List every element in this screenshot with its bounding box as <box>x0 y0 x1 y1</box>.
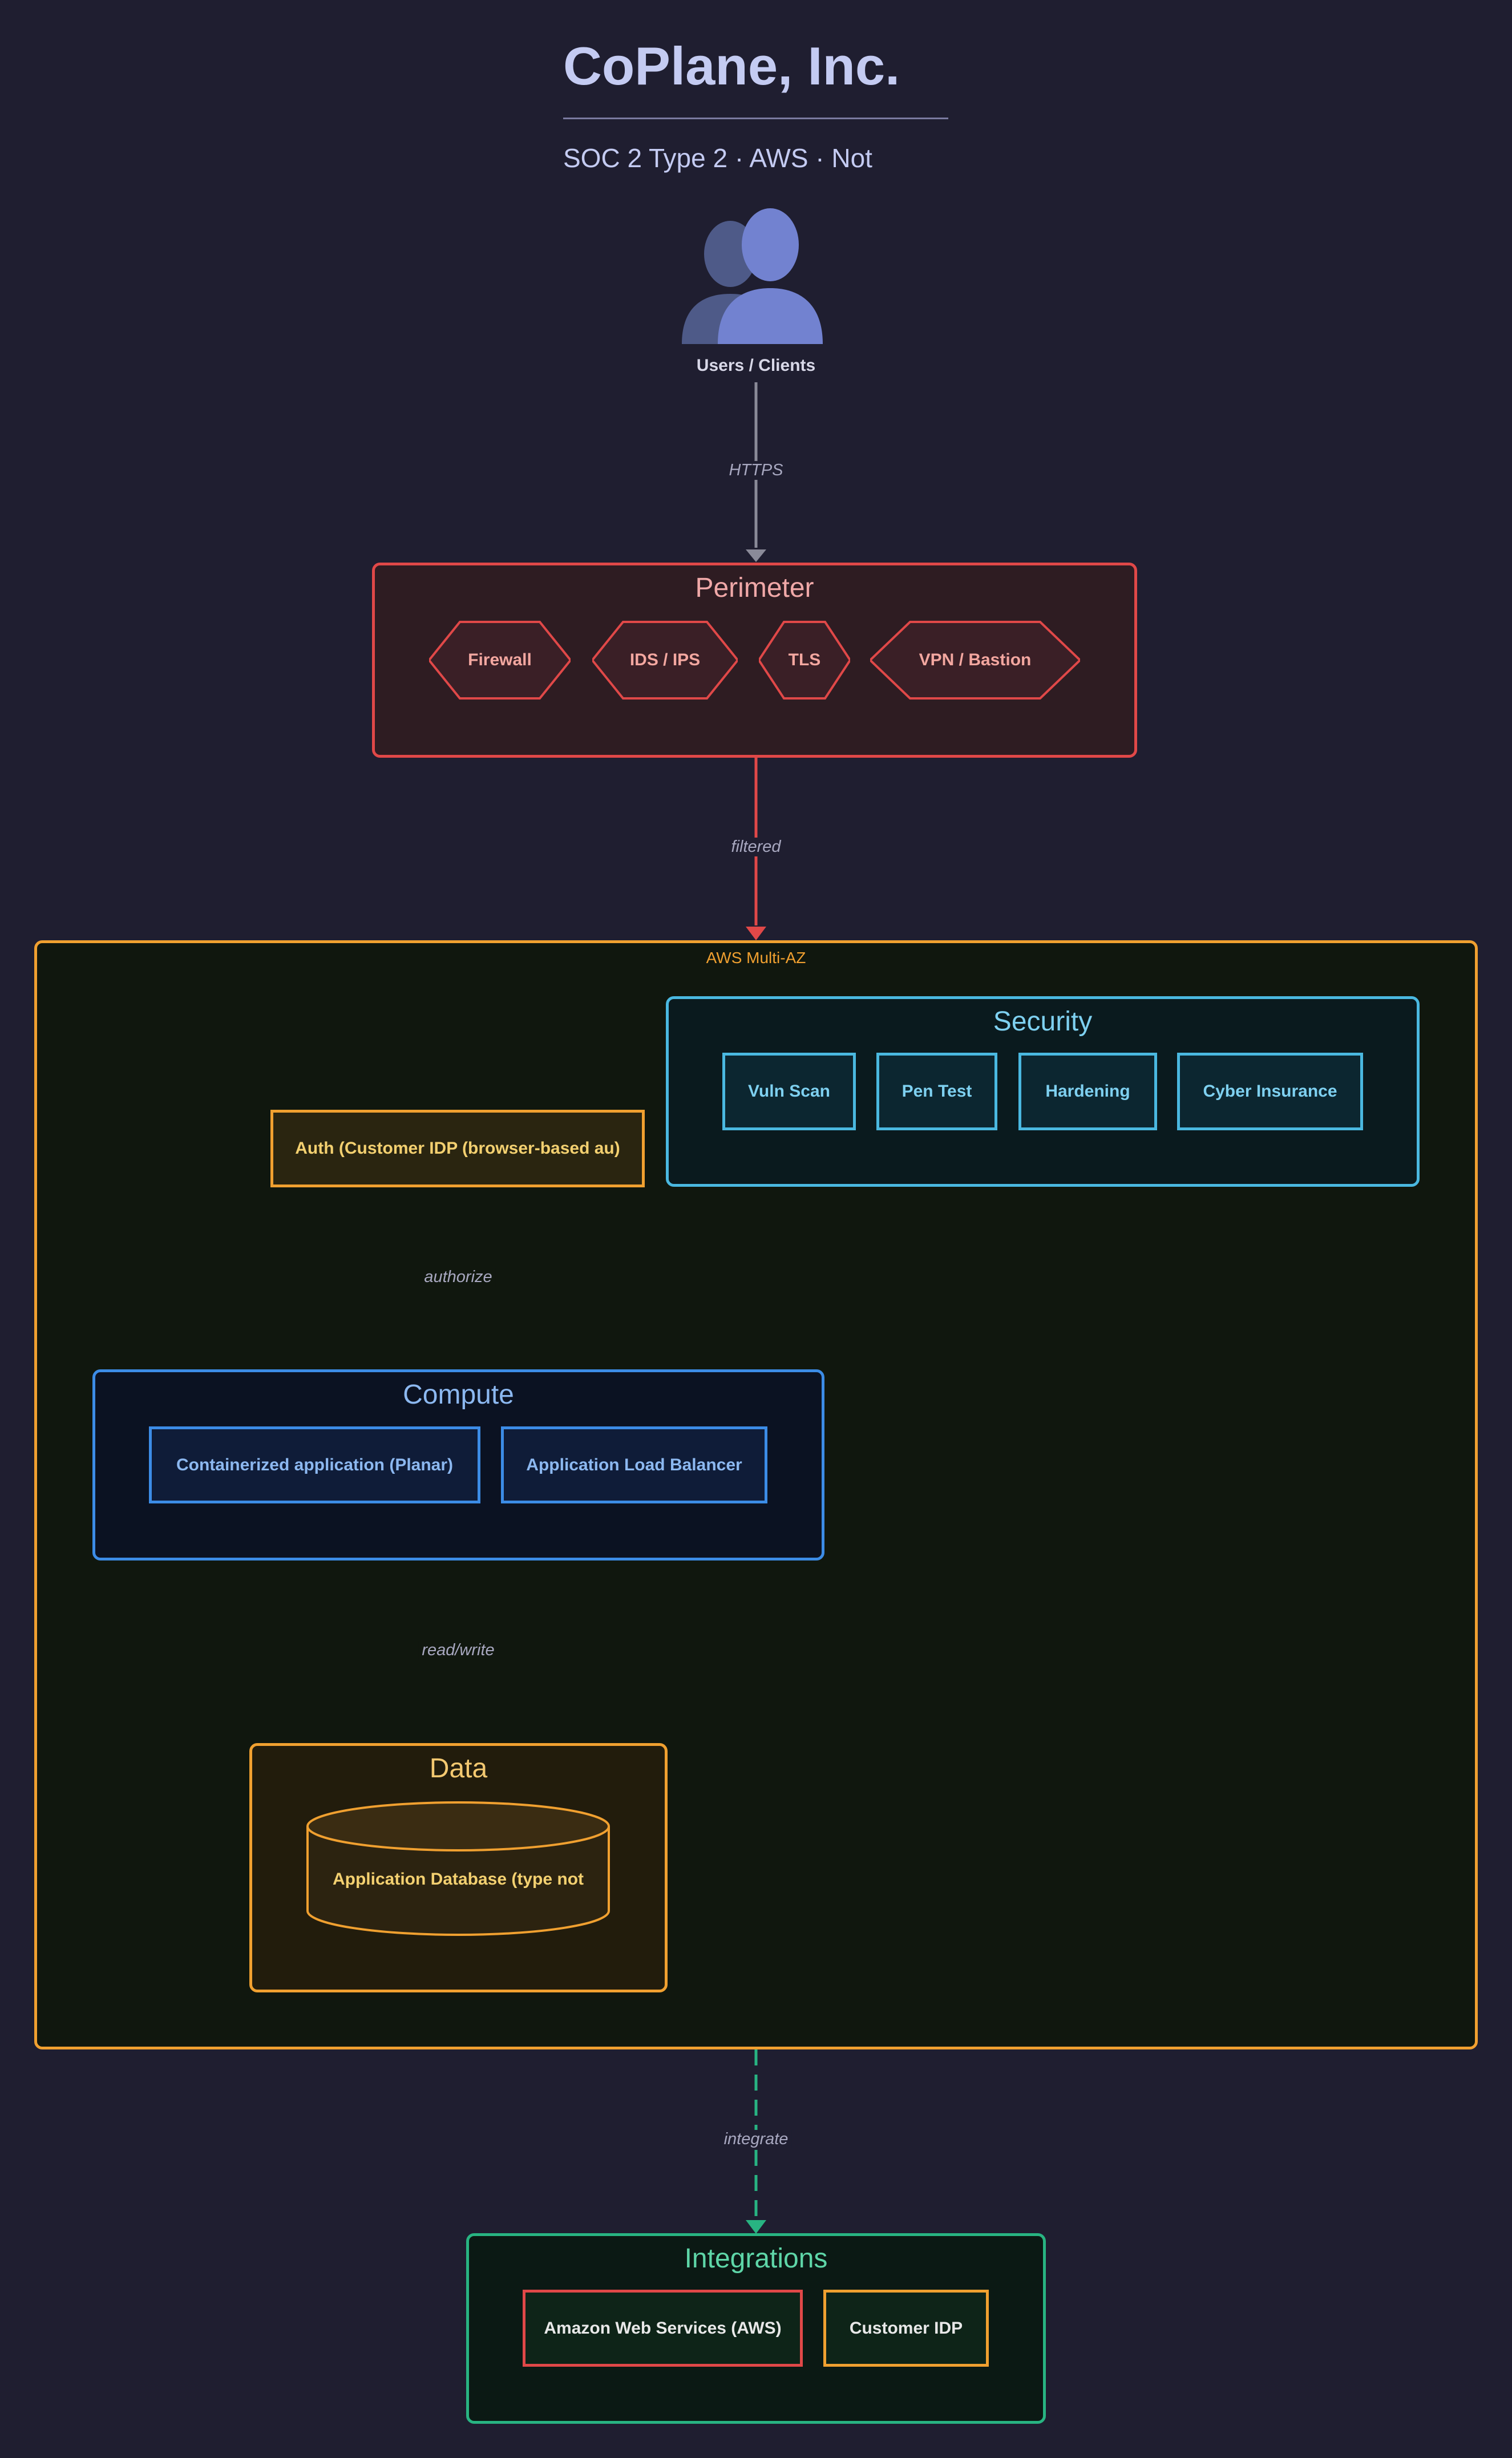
perimeter-item-label: Firewall <box>468 650 532 669</box>
perimeter-item-label: TLS <box>788 650 821 669</box>
perimeter-title: Perimeter <box>695 573 814 603</box>
perimeter-item-label: VPN / Bastion <box>919 650 1032 669</box>
users-icon <box>679 208 833 345</box>
security-item-vuln-scan: Vuln Scan <box>722 1053 856 1130</box>
perimeter-item-vpn-bastion: VPN / Bastion <box>870 620 1080 700</box>
security-item-cyber-insurance: Cyber Insurance <box>1177 1053 1363 1130</box>
edge-label-integrate: integrate <box>720 2130 792 2149</box>
users-label: Users / Clients <box>696 356 816 375</box>
edge-https-arrowhead <box>746 549 766 562</box>
security-title: Security <box>993 1006 1093 1037</box>
edge-label-authorize: authorize <box>421 1268 496 1287</box>
perimeter-item-ids-ips: IDS / IPS <box>592 620 738 700</box>
perimeter-item-tls: TLS <box>759 620 850 700</box>
integration-item-customer-idp: Customer IDP <box>823 2290 989 2367</box>
auth-node: Auth (Customer IDP (browser-based au) <box>270 1110 645 1187</box>
compute-item-containerized-app: Containerized application (Planar) <box>149 1426 480 1503</box>
edge-filtered-arrowhead <box>746 927 766 940</box>
page-subtitle: SOC 2 Type 2 · AWS · Not <box>563 143 872 173</box>
data-title: Data <box>429 1753 488 1784</box>
cloud-label: AWS Multi-AZ <box>706 949 806 967</box>
security-item-pen-test: Pen Test <box>876 1053 997 1130</box>
database-label: Application Database (type not <box>332 1870 584 1889</box>
title-underline <box>563 118 948 119</box>
integrations-title: Integrations <box>684 2243 828 2274</box>
perimeter-item-firewall: Firewall <box>429 620 571 700</box>
edge-label-https: HTTPS <box>725 461 787 480</box>
page-title: CoPlane, Inc. <box>563 36 900 96</box>
database-icon <box>306 1801 610 1936</box>
compute-title: Compute <box>403 1380 514 1410</box>
edge-label-filtered: filtered <box>727 838 785 856</box>
perimeter-item-label: IDS / IPS <box>629 650 701 669</box>
security-item-hardening: Hardening <box>1018 1053 1157 1130</box>
compute-item-load-balancer: Application Load Balancer <box>501 1426 767 1503</box>
integration-item-aws: Amazon Web Services (AWS) <box>523 2290 803 2367</box>
database-cylinder: Application Database (type not <box>305 1800 611 1937</box>
edge-label-readwrite: read/write <box>418 1641 498 1660</box>
edge-integrate-arrowhead <box>746 2220 766 2234</box>
